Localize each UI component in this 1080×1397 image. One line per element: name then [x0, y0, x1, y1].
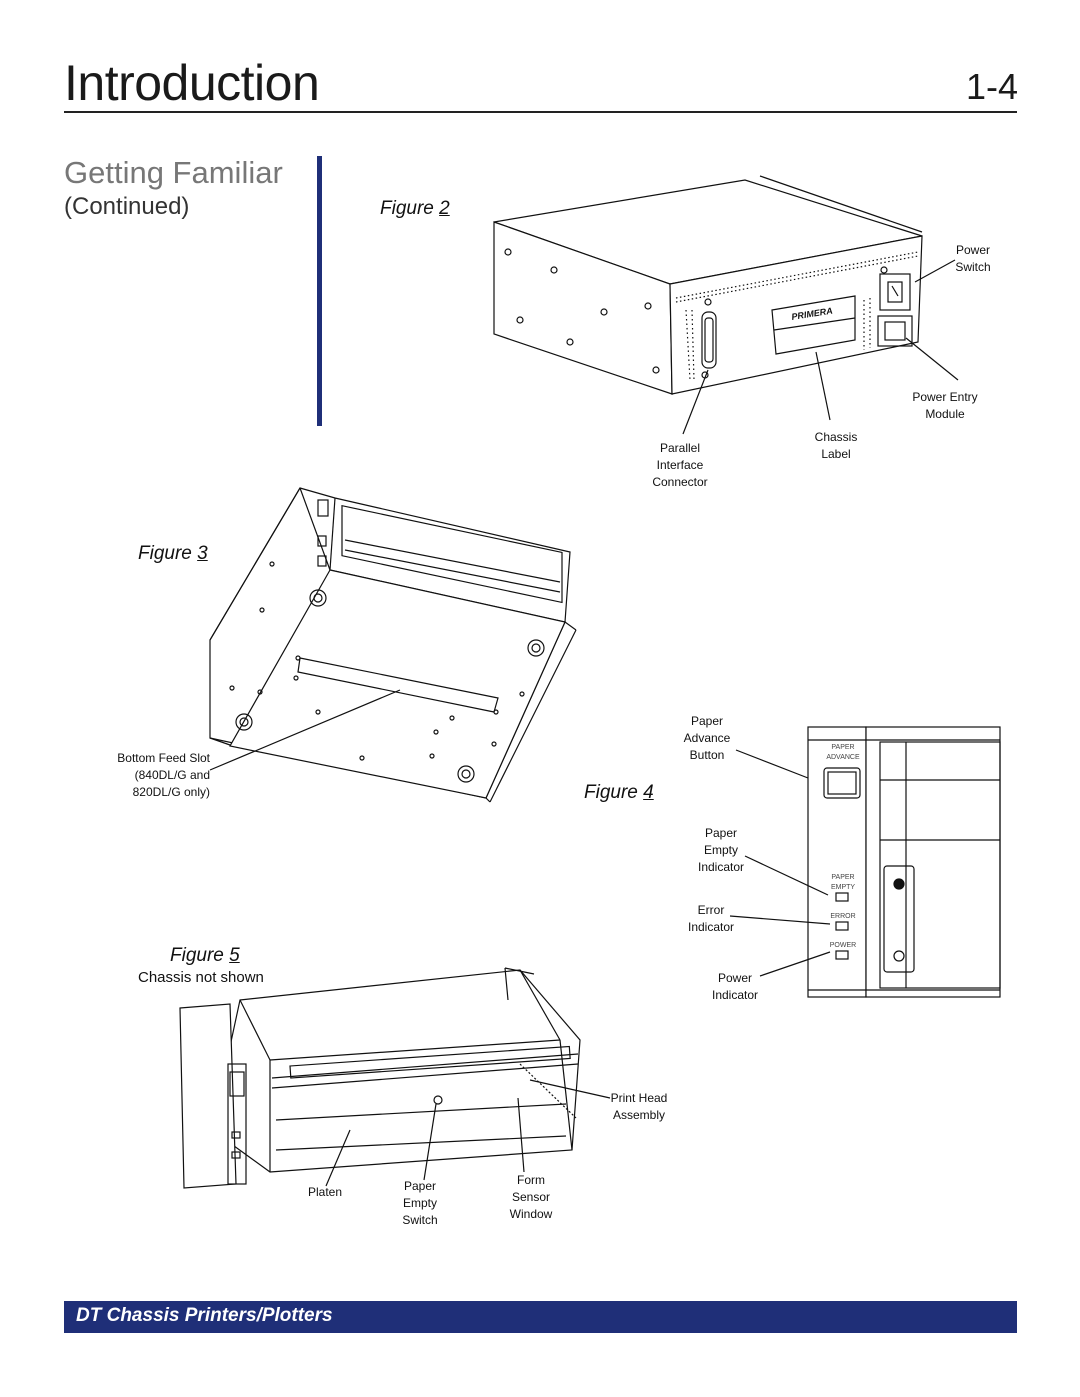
- figure-5-label: Figure 5: [170, 945, 240, 966]
- footer-bar: [64, 1301, 1017, 1333]
- figure-5-note: Chassis not shown: [138, 969, 264, 986]
- callout-power-entry: Power Entry Module: [912, 390, 978, 421]
- page-title: Introduction: [64, 55, 320, 111]
- section-subtitle: (Continued): [64, 193, 190, 220]
- callout-paper-empty-switch: Paper Empty Switch: [402, 1179, 438, 1227]
- panel-text-power: POWER: [830, 942, 856, 949]
- callout-paper-advance: Paper Advance Button: [683, 714, 731, 762]
- page-number: 1-4: [965, 66, 1018, 107]
- panel-text-paper: PAPER: [831, 744, 854, 751]
- figure-3-drawing: [209, 487, 577, 803]
- callout-power-switch: Power Switch: [955, 243, 991, 274]
- figure-5-drawing: [179, 967, 611, 1189]
- callout-bottom-feed: Bottom Feed Slot (840DL/G and 820DL/G on…: [117, 751, 210, 799]
- callout-form-sensor: Form Sensor Window: [509, 1173, 553, 1221]
- section-divider: [317, 156, 322, 426]
- section-title: Getting Familiar: [64, 155, 283, 190]
- figure-4-label: Figure 4: [584, 782, 654, 803]
- figure-2-drawing: [493, 175, 959, 435]
- panel-text-paper-2: PAPER: [831, 874, 854, 881]
- header-rule: [64, 111, 1017, 113]
- figure-2-label: Figure 2: [380, 198, 450, 219]
- footer-text: DT Chassis Printers/Plotters: [76, 1305, 333, 1326]
- callout-print-head: Print Head Assembly: [610, 1091, 668, 1122]
- figure-3-label: Figure 3: [138, 543, 208, 564]
- figure-4-drawing: [729, 726, 1001, 998]
- panel-text-empty: EMPTY: [831, 884, 855, 891]
- panel-text-advance: ADVANCE: [826, 754, 860, 761]
- callout-platen: Platen: [307, 1185, 343, 1199]
- callout-chassis-label: Chassis Label: [814, 430, 858, 461]
- panel-text-error: ERROR: [830, 913, 855, 920]
- callout-paper-empty-indicator: Paper Empty Indicator: [697, 826, 745, 874]
- callout-parallel: Parallel Interface Connector: [652, 441, 708, 489]
- callout-error-indicator: Error Indicator: [687, 903, 735, 934]
- callout-power-indicator: Power Indicator: [711, 971, 759, 1002]
